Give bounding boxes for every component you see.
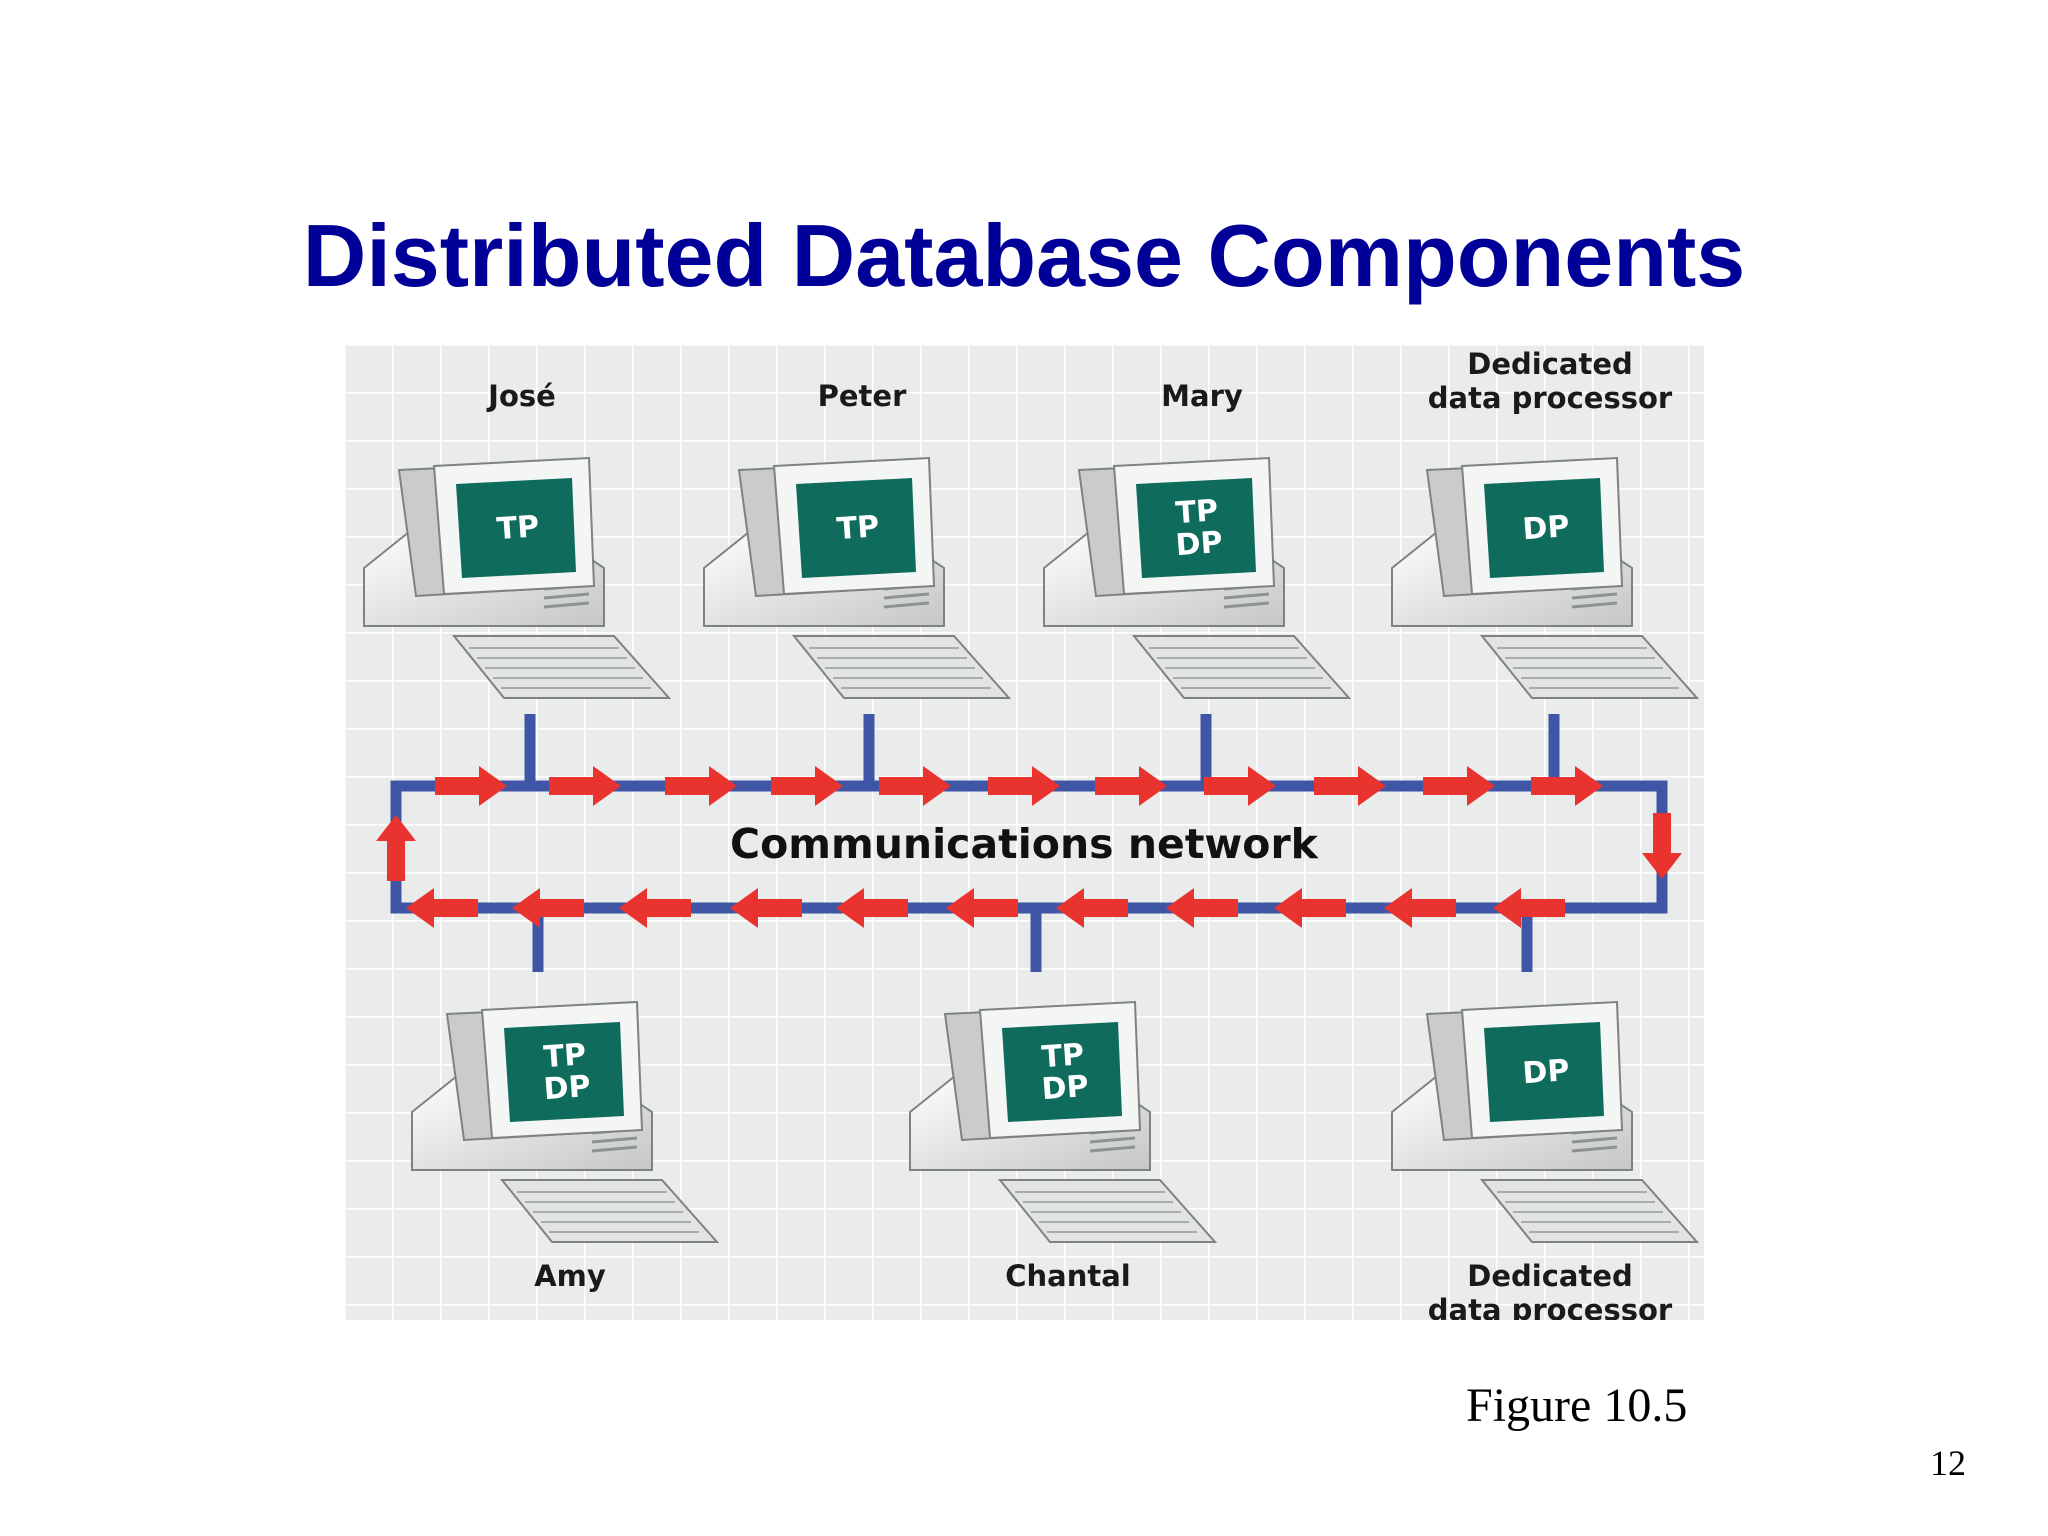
node-label: Amy [534,1259,606,1293]
node-label: data processor [1428,1293,1673,1320]
screen-label: TP [1175,493,1220,531]
monitor-screen [1484,478,1604,578]
node-label: Mary [1161,379,1243,413]
node-label: Dedicated [1467,347,1633,381]
arrow-left-6 [946,888,1018,928]
node-label: Dedicated [1467,1259,1633,1293]
vent-slot [591,1145,638,1153]
arrow-right-10 [1423,766,1495,806]
arrow-left-11 [406,888,478,928]
screen-label: DP [1041,1069,1090,1107]
screen-label: TP [543,1037,588,1075]
screen-label: TP [836,509,881,547]
vent-slot [543,592,590,600]
vent-slot [1571,592,1618,600]
node-label: José [486,379,556,413]
computer-top-1: TP José [363,379,672,699]
arrow-right-11 [1531,766,1603,806]
arrow-left-4 [1166,888,1238,928]
vent-slot [1223,601,1270,609]
arrow-right-1 [435,766,507,806]
arrow-right-5 [879,766,951,806]
arrow-right-6 [988,766,1060,806]
arrow-right-7 [1095,766,1167,806]
arrow-left-1 [1493,888,1565,928]
monitor-screen [1002,1022,1122,1122]
arrow-left-5 [1056,888,1128,928]
slide-title: Distributed Database Components [302,206,1746,305]
screen-label: DP [1521,1053,1570,1091]
vent-slot [1571,601,1618,609]
arrow-up [376,815,416,881]
arrow-left-8 [730,888,802,928]
arrow-left-7 [836,888,908,928]
vent-slot [591,1136,638,1144]
computer-top-2: TP Peter [703,379,1012,699]
arrow-down [1642,813,1682,879]
arrow-right-9 [1314,766,1386,806]
node-label: Chantal [1005,1259,1131,1293]
monitor-screen [796,478,916,578]
vent-slot [883,601,930,609]
vent-slot [1089,1136,1136,1144]
arrow-left-3 [1274,888,1346,928]
vent-slot [883,592,930,600]
monitor-screen [456,478,576,578]
monitor-screen [1136,478,1256,578]
arrow-left-9 [619,888,691,928]
network-label: Communications network [730,820,1320,868]
arrow-left-2 [1384,888,1456,928]
diagram-canvas: Communications network TPJoséTPPeterTPDP… [344,344,1704,1320]
screen-label: DP [1521,509,1570,547]
screen-label: DP [1175,525,1224,563]
flow-arrows [376,766,1682,928]
node-label: Peter [818,379,907,413]
arrow-right-3 [665,766,737,806]
screen-label: TP [1041,1037,1086,1075]
arrow-left-10 [512,888,584,928]
arrow-right-8 [1204,766,1276,806]
vent-slot [1089,1145,1136,1153]
arrow-right-2 [549,766,621,806]
vent-slot [1223,592,1270,600]
vent-slot [1571,1145,1618,1153]
monitor-screen [504,1022,624,1122]
figure-caption: Figure 10.5 [1466,1379,1688,1432]
screen-label: DP [543,1069,592,1107]
vent-slot [543,601,590,609]
node-label: data processor [1428,381,1673,415]
page-number: 12 [1930,1443,1966,1483]
monitor-screen [1484,1022,1604,1122]
arrow-right-4 [771,766,843,806]
vent-slot [1571,1136,1618,1144]
screen-label: TP [496,509,541,547]
